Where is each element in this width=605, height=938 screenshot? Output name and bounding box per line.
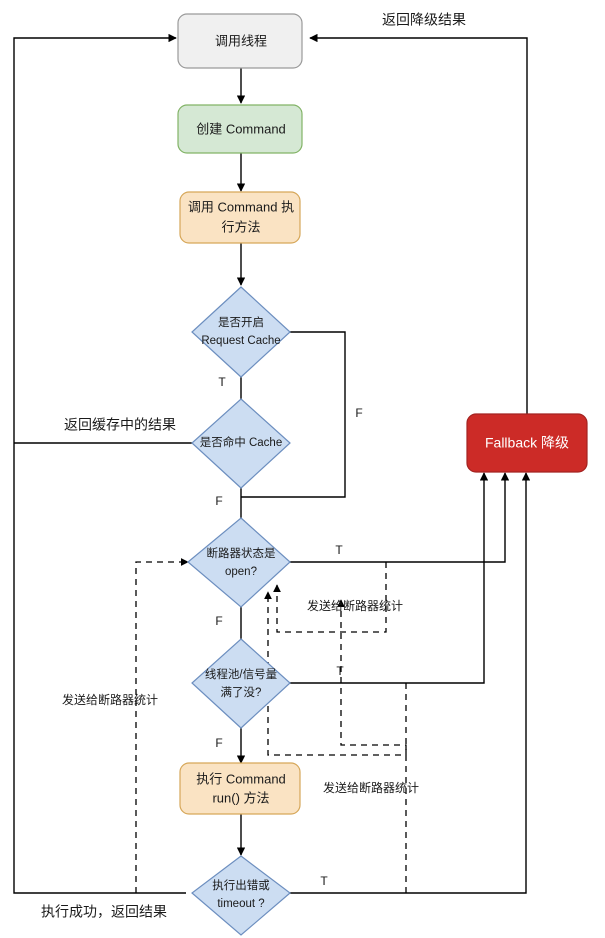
node-circuit-breaker-open-line1: 断路器状态是: [207, 546, 276, 560]
node-threadpool-semaphore-full[interactable]: 线程池/信号量 满了没?: [191, 638, 291, 729]
edge-label-send-stats-run: 发送给断路器统计: [323, 780, 419, 795]
node-circuit-breaker-open-shape: [187, 517, 291, 608]
node-invoke-command-method[interactable]: 调用 Command 执 行方法: [179, 191, 301, 244]
edge-reqcache-false-bypass: [241, 331, 346, 498]
node-circuit-breaker-open-line2: open?: [225, 566, 257, 578]
node-execution-error-line1: 执行出错或: [212, 878, 270, 892]
node-create-command[interactable]: 创建 Command: [177, 104, 303, 154]
node-create-command-shape: [177, 104, 303, 154]
node-circuit-breaker-open[interactable]: 断路器状态是 open?: [187, 517, 291, 608]
edge-label-success-return: 执行成功，返回结果: [41, 904, 167, 920]
node-cache-hit-label: 是否命中 Cache: [200, 435, 282, 449]
edge-label-send-stats-breaker: 发送给断路器统计: [307, 598, 403, 613]
node-request-cache-enabled-shape: [191, 286, 291, 378]
node-execute-run-method-line1: 执行 Command: [196, 771, 286, 786]
node-threadpool-semaphore-full-shape: [191, 638, 291, 729]
node-calling-thread[interactable]: 调用线程: [177, 13, 303, 69]
node-invoke-command-method-line2: 行方法: [221, 219, 260, 234]
node-fallback-label: Fallback 降级: [485, 435, 569, 451]
flag-hitcache-false: F: [215, 494, 222, 508]
node-execute-run-method-line2: run() 方法: [212, 790, 269, 805]
edge-stats-breaker-dashed: [273, 562, 387, 633]
node-fallback[interactable]: Fallback 降级: [466, 413, 588, 473]
node-execute-run-method[interactable]: 执行 Command run() 方法: [179, 762, 301, 815]
node-fallback-shape: [466, 413, 588, 473]
node-cache-hit[interactable]: 是否命中 Cache: [191, 398, 291, 489]
node-request-cache-enabled-line2: Request Cache: [201, 335, 280, 347]
node-request-cache-enabled[interactable]: 是否开启 Request Cache: [191, 286, 291, 378]
edge-label-return-cached-result: 返回缓存中的结果: [64, 417, 176, 433]
edge-left-success-trunk: [13, 443, 186, 894]
flag-breaker-true: T: [335, 543, 343, 557]
node-threadpool-semaphore-full-line1: 线程池/信号量: [205, 667, 277, 681]
node-cache-hit-shape: [191, 398, 291, 489]
edge-label-return-fallback-result: 返回降级结果: [382, 12, 466, 28]
edge-pool-true-to-fallback: [290, 472, 489, 684]
node-execution-error-line2: timeout ?: [217, 898, 264, 910]
node-request-cache-enabled-line1: 是否开启: [218, 316, 264, 329]
edge-error-true-to-fallback: [290, 472, 531, 894]
flag-error-true: T: [320, 874, 328, 888]
node-threadpool-semaphore-full-line2: 满了没?: [221, 686, 262, 699]
edge-breaker-true-to-fallback: [290, 472, 510, 563]
edge-label-send-stats-pool: 发送给断路器统计: [62, 692, 158, 707]
edge-fallback-return-to-thread: [309, 33, 528, 414]
edge-stats-success-dashed: [135, 558, 189, 893]
node-execution-error-or-timeout-shape: [191, 855, 291, 936]
node-calling-thread-label: 调用线程: [215, 33, 267, 48]
node-calling-thread-shape: [177, 13, 303, 69]
edge-stats-run-dashed: [337, 599, 407, 893]
flag-breaker-false: F: [215, 614, 222, 628]
flag-reqcache-false: F: [355, 406, 362, 420]
flag-reqcache-true: T: [218, 375, 226, 389]
flag-pool-false: F: [215, 736, 222, 750]
node-execution-error-or-timeout[interactable]: 执行出错或 timeout ?: [191, 855, 291, 936]
edge-left-return-trunk-to-thread: [13, 33, 177, 443]
node-execute-run-method-shape: [179, 762, 301, 815]
node-create-command-label: 创建 Command: [196, 121, 286, 136]
node-invoke-command-method-shape: [179, 191, 301, 244]
node-invoke-command-method-line1: 调用 Command 执: [188, 199, 294, 214]
flag-pool-true: T: [336, 664, 344, 678]
